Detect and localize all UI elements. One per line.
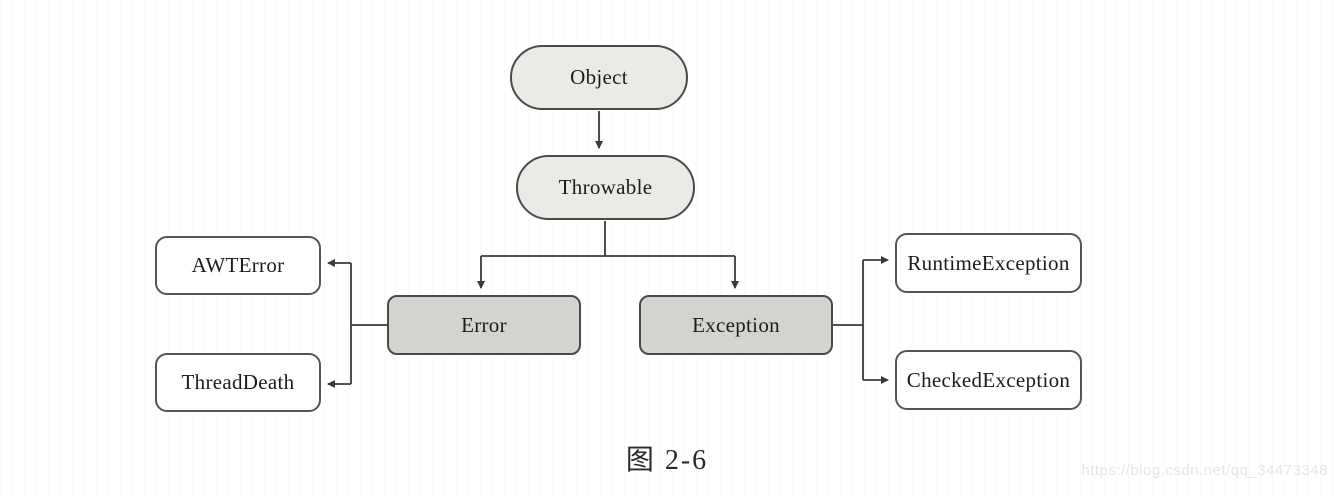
node-object: Object <box>510 45 688 110</box>
node-runtimeexception-label: RuntimeException <box>907 250 1070 275</box>
node-threaddeath: ThreadDeath <box>155 353 321 412</box>
node-throwable: Throwable <box>516 155 695 220</box>
node-checkedexception: CheckedException <box>895 350 1082 410</box>
node-awterror-label: AWTError <box>191 253 285 277</box>
node-checkedexception-label: CheckedException <box>906 367 1071 392</box>
node-error: Error <box>387 295 581 355</box>
node-error-label: Error <box>461 312 507 337</box>
node-object-label: Object <box>570 65 628 89</box>
node-throwable-label: Throwable <box>558 175 653 199</box>
node-runtimeexception: RuntimeException <box>895 233 1082 293</box>
node-threaddeath-label: ThreadDeath <box>181 370 295 394</box>
watermark-text: https://blog.csdn.net/qq_34473348 <box>1081 462 1328 479</box>
figure-caption: 图 2-6 <box>625 445 709 476</box>
node-exception: Exception <box>639 295 833 355</box>
node-awterror: AWTError <box>155 236 321 295</box>
node-exception-label: Exception <box>692 312 780 337</box>
